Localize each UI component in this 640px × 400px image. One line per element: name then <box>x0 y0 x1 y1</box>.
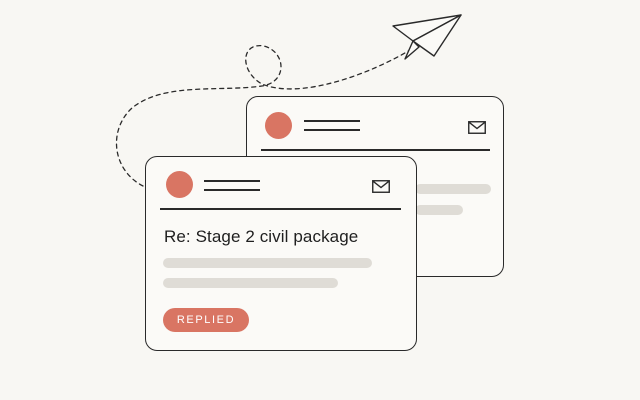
email-subject: Re: Stage 2 civil package <box>164 227 359 246</box>
card-divider <box>160 208 401 210</box>
card-divider <box>261 149 490 151</box>
envelope-icon <box>372 180 390 193</box>
sender-name-placeholder <box>304 118 360 132</box>
envelope-icon <box>468 121 486 134</box>
email-card-front[interactable]: Re: Stage 2 civil package REPLIED <box>145 156 417 351</box>
preview-line <box>415 184 491 194</box>
preview-line <box>415 205 463 215</box>
preview-line <box>163 258 372 268</box>
sender-avatar <box>166 171 193 198</box>
status-badge: REPLIED <box>163 308 249 332</box>
sender-avatar <box>265 112 292 139</box>
preview-line <box>163 278 338 288</box>
sender-name-placeholder <box>204 178 260 192</box>
